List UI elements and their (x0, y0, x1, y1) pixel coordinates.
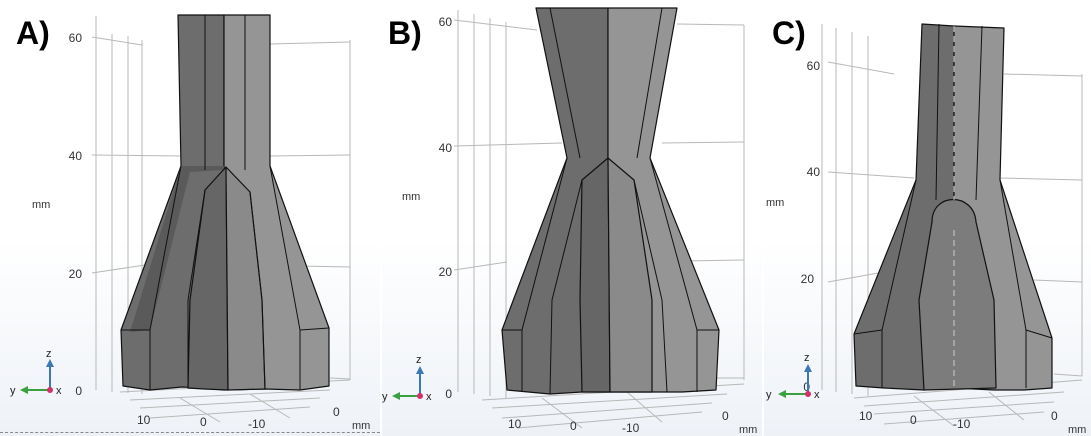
h-tick-0-right: 0 (1051, 409, 1058, 423)
edge-lines (121, 15, 330, 390)
h-tick-minus10: -10 (248, 417, 266, 431)
panel-b-viewport: 60 40 20 0 mm 10 0 -10 0 mm z y x (382, 7, 757, 436)
panel-a-viewport: 60 40 20 0 mm 10 0 -10 0 mm z y x (10, 14, 370, 432)
panel-a: 60 40 20 0 mm 10 0 -10 0 mm z y x A) (0, 0, 380, 436)
z-axis-ticks: 60 40 20 0 mm (32, 31, 82, 398)
axis-triad: z y x (10, 348, 62, 397)
triad-z-label: z (416, 354, 422, 366)
triad-x-label: x (814, 389, 820, 401)
panel-label-b: B) (388, 15, 422, 51)
z-tick-0: 0 (75, 384, 82, 398)
inner-arch (918, 199, 997, 391)
h-tick-0: 0 (570, 419, 577, 433)
h-tick-0: 0 (200, 415, 207, 429)
panel-label-c: C) (772, 15, 806, 51)
triad-z-label: z (46, 348, 52, 360)
panel-b: 60 40 20 0 mm 10 0 -10 0 mm z y x B) (382, 0, 762, 436)
z-tick-0: 0 (803, 380, 810, 394)
z-tick-40: 40 (439, 141, 453, 155)
horizontal-axis-ticks: 10 0 -10 0 mm (859, 409, 1086, 436)
edge-lines (502, 7, 719, 395)
h-tick-0-right: 0 (333, 405, 340, 419)
neck-shadow (130, 166, 224, 332)
geometry-body (501, 7, 720, 395)
z-tick-60: 60 (807, 59, 821, 73)
geometry-body (853, 23, 1053, 391)
triad-y-label: y (766, 389, 772, 401)
h-tick-10: 10 (137, 413, 151, 427)
h-unit: mm (1068, 424, 1086, 436)
h-tick-0: 0 (910, 413, 917, 427)
h-unit: mm (739, 424, 757, 436)
geometry-body (120, 14, 330, 391)
triad-z-label: z (804, 352, 810, 364)
z-axis-ticks: 60 40 20 0 mm (402, 15, 452, 401)
h-unit: mm (352, 420, 370, 432)
h-tick-10: 10 (859, 409, 873, 423)
bottom-rule (0, 432, 380, 433)
z-tick-20: 20 (69, 267, 83, 281)
z-tick-0: 0 (445, 387, 452, 401)
horizontal-axis-ticks: 10 0 -10 0 mm (137, 405, 370, 432)
panel-c-viewport: 60 40 20 0 mm 10 0 -10 0 mm z y x (766, 23, 1086, 436)
triad-y-label: y (382, 391, 388, 403)
h-tick-0-right: 0 (722, 409, 729, 423)
z-unit: mm (402, 191, 420, 203)
triad-x-label: x (56, 385, 62, 397)
z-axis-ticks: 60 40 20 0 mm (766, 59, 820, 394)
h-tick-10: 10 (508, 417, 522, 431)
triad-y-label: y (10, 385, 16, 397)
z-tick-20: 20 (801, 272, 815, 286)
panel-separator (380, 0, 382, 436)
axis-triad: z y x (382, 354, 432, 403)
inner-channel-left (579, 157, 611, 393)
h-tick-minus10: -10 (622, 421, 640, 435)
z-tick-60: 60 (69, 31, 83, 45)
z-unit: mm (766, 197, 784, 209)
horizontal-axis-ticks: 10 0 -10 0 mm (508, 409, 757, 436)
grid-lines (821, 24, 1083, 427)
z-tick-40: 40 (807, 165, 821, 179)
triad-x-label: x (426, 391, 432, 403)
panel-separator (762, 0, 764, 436)
z-tick-20: 20 (439, 265, 453, 279)
axis-triad: z y x (766, 352, 820, 401)
z-unit: mm (32, 199, 50, 211)
inner-channel-right (607, 157, 653, 393)
panel-label-a: A) (16, 15, 50, 51)
z-tick-60: 60 (439, 15, 453, 29)
z-tick-40: 40 (69, 149, 83, 163)
panel-c: 60 40 20 0 mm 10 0 -10 0 mm z y x C) (764, 0, 1091, 436)
h-tick-minus10: -10 (953, 417, 971, 431)
edge-lines (853, 23, 1053, 388)
